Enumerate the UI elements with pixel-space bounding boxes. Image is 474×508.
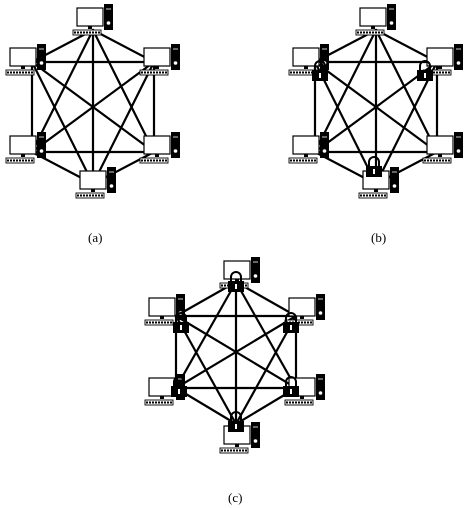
keyboard-icon — [288, 157, 318, 164]
computer-icon — [139, 44, 180, 76]
mesh-links — [30, 28, 156, 186]
computer-icon — [139, 132, 180, 164]
link-line — [30, 60, 156, 154]
link-line — [91, 60, 156, 186]
keyboard-icon — [219, 447, 249, 454]
link-line — [313, 60, 378, 186]
computer-icon — [288, 44, 329, 76]
keyboard-icon — [284, 399, 314, 406]
lock-icon — [283, 312, 299, 333]
keyboard-icon — [358, 192, 388, 199]
panel-b-caption: (b) — [371, 230, 387, 245]
computer-icon — [284, 294, 325, 326]
panel-a-full-mesh — [5, 4, 180, 199]
link-line — [30, 28, 95, 154]
lock-icon — [228, 271, 244, 292]
keyboard-icon — [139, 157, 169, 164]
link-line — [374, 28, 439, 154]
panel-a-caption: (a) — [88, 230, 103, 245]
lock-icon — [312, 60, 328, 81]
computer-icon — [75, 167, 116, 199]
computer-icon — [5, 132, 46, 164]
keyboard-icon — [139, 69, 169, 76]
lock-icon — [228, 411, 244, 432]
link-line — [91, 28, 156, 154]
computer-icon — [144, 294, 185, 326]
panel-b-partial-locks — [288, 4, 463, 199]
panel-c-all-locks — [144, 257, 325, 454]
keyboard-icon — [144, 319, 174, 326]
computer-icon — [422, 44, 463, 76]
link-line — [174, 314, 238, 426]
link-line — [30, 60, 95, 186]
keyboard-icon — [72, 29, 102, 36]
link-line — [313, 28, 378, 154]
lock-icon — [366, 156, 382, 177]
link-line — [174, 314, 298, 390]
keyboard-icon — [422, 157, 452, 164]
computer-icon — [72, 4, 113, 36]
computer-icon — [422, 132, 463, 164]
mesh-links — [313, 28, 439, 186]
keyboard-icon — [355, 29, 385, 36]
link-line — [374, 60, 439, 186]
keyboard-icon — [75, 192, 105, 199]
panel-c-caption: (c) — [228, 490, 243, 505]
mesh-links — [174, 280, 298, 426]
computer-icon — [355, 4, 396, 36]
lock-icon — [173, 312, 189, 333]
computer-icon — [5, 44, 46, 76]
lock-icon — [417, 60, 433, 81]
keyboard-icon — [5, 157, 35, 164]
link-line — [313, 60, 439, 154]
lock-icon — [171, 376, 187, 397]
keyboard-icon — [5, 69, 35, 76]
keyboard-icon — [144, 399, 174, 406]
computer-icon — [288, 132, 329, 164]
lock-icon — [283, 376, 299, 397]
